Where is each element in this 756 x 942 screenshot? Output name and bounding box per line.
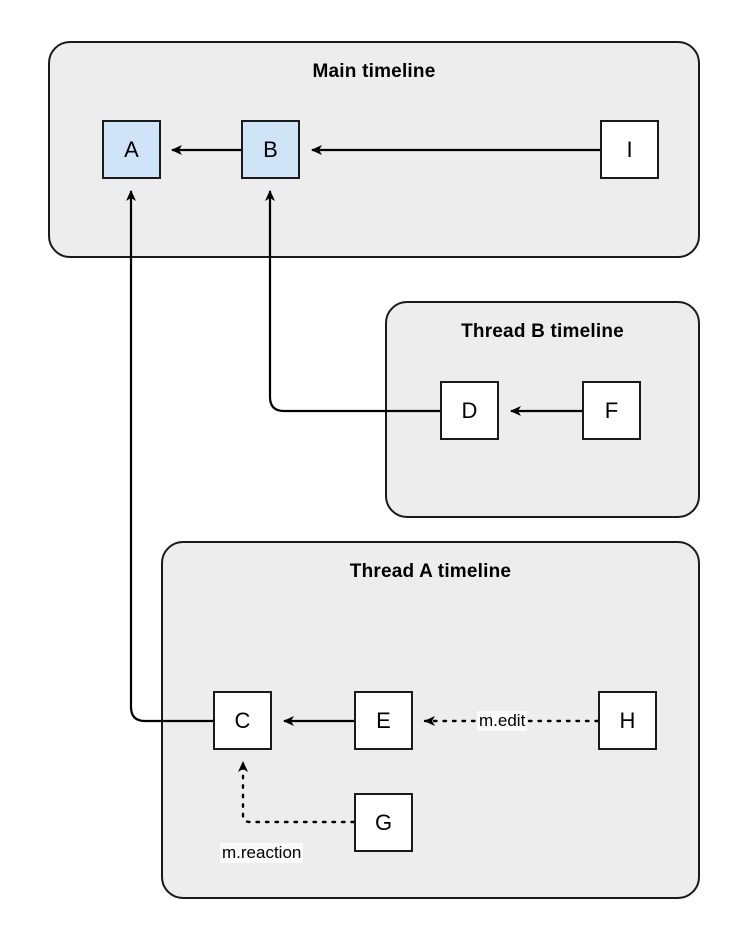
event-node-f-label: F <box>604 397 619 423</box>
event-node-g[interactable]: G <box>354 793 413 852</box>
event-node-c[interactable]: C <box>213 691 272 750</box>
event-node-i[interactable]: I <box>600 120 659 179</box>
timeline-container-thread-b: Thread B timeline <box>385 301 700 518</box>
event-node-d[interactable]: D <box>440 381 499 440</box>
edge-label-m-edit: m.edit <box>477 711 528 731</box>
timeline-title-thread-b: Thread B timeline <box>461 321 624 342</box>
event-node-d-label: D <box>461 397 478 423</box>
event-node-a[interactable]: A <box>102 120 161 179</box>
timeline-title-thread-a: Thread A timeline <box>349 561 512 582</box>
event-node-e-label: E <box>376 707 391 733</box>
event-node-b[interactable]: B <box>241 120 300 179</box>
event-node-a-label: A <box>124 136 139 162</box>
event-node-i-label: I <box>626 136 633 162</box>
edge-label-m-reaction: m.reaction <box>220 843 304 863</box>
event-node-g-label: G <box>374 809 393 835</box>
event-node-e[interactable]: E <box>354 691 413 750</box>
event-node-c-label: C <box>234 707 251 733</box>
event-node-h[interactable]: H <box>598 691 657 750</box>
event-node-b-label: B <box>263 136 278 162</box>
event-node-h-label: H <box>619 707 636 733</box>
event-node-f[interactable]: F <box>582 381 641 440</box>
timeline-title-main: Main timeline <box>312 61 436 82</box>
